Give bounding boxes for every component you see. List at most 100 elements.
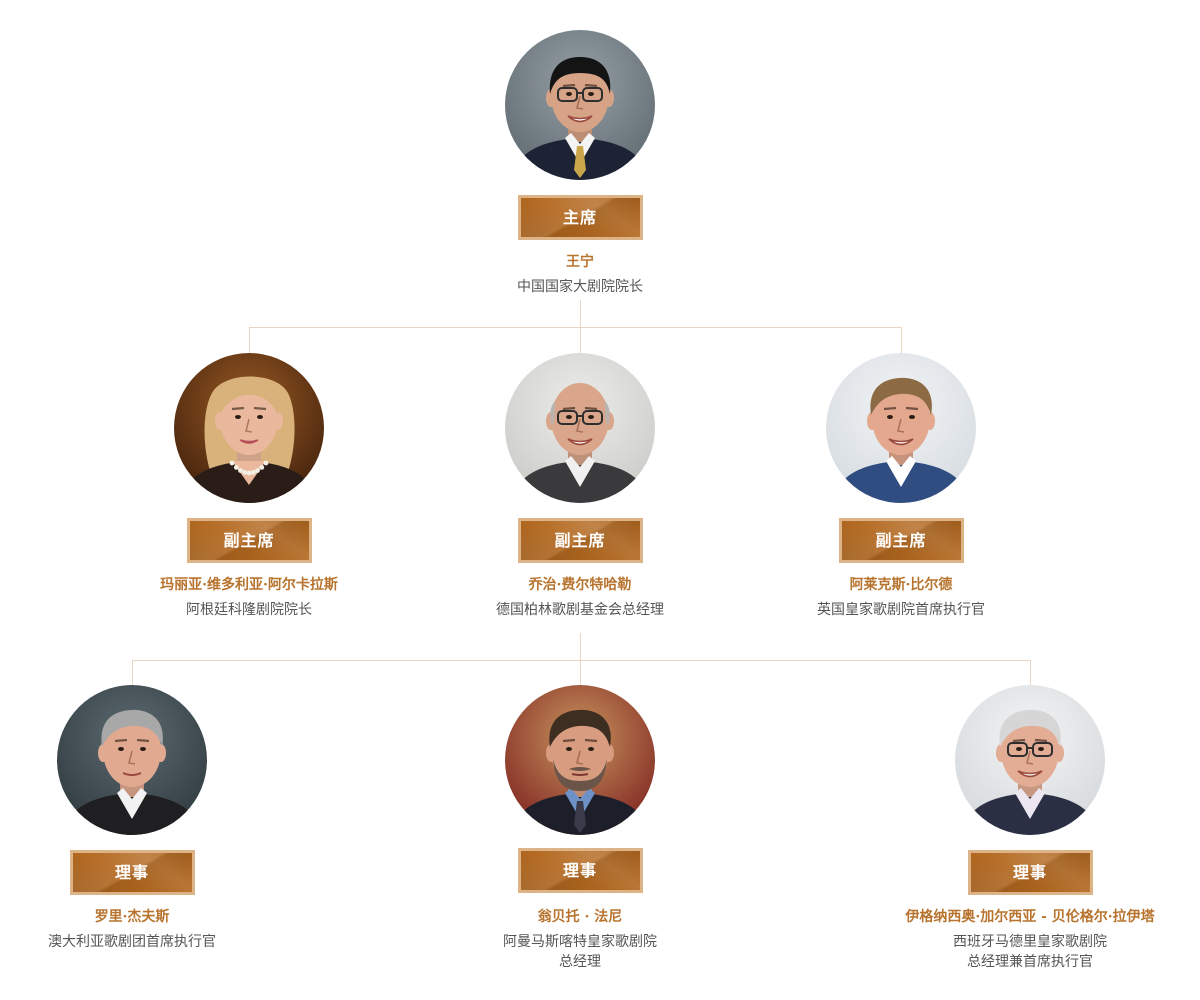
chairman-portrait <box>505 30 655 180</box>
portrait-glasses <box>1007 742 1053 757</box>
portrait-shirt <box>117 788 147 819</box>
portrait-nose <box>245 418 253 433</box>
portrait-hair <box>999 709 1061 747</box>
portrait-glasses-lens <box>582 87 603 102</box>
vice-chairman-3-name: 阿莱克斯·比尔德 <box>849 577 953 593</box>
portrait-image <box>826 353 976 503</box>
portrait-glasses <box>557 87 603 102</box>
portrait-eyebrows <box>114 738 150 743</box>
portrait-mouth <box>888 438 914 446</box>
portrait-pearl <box>246 470 252 476</box>
portrait-eye <box>118 747 124 751</box>
vice-chairman-card-1: 副主席 玛丽亚·维多利亚·阿尔卡拉斯 阿根廷科隆剧院院长 <box>119 353 379 619</box>
portrait-hair <box>549 57 611 94</box>
portrait-eye <box>566 92 572 96</box>
vice-chairman-2-position: 德国柏林歌剧基金会总经理 <box>496 601 664 617</box>
portrait-pearl <box>259 465 265 470</box>
vice-chairman-1-title-badge: 副主席 <box>186 518 312 563</box>
director-1-position: 澳大利亚歌剧团首席执行官 <box>48 933 216 949</box>
portrait-mouth <box>1017 770 1043 778</box>
vice-chairman-3-portrait <box>826 353 976 503</box>
portrait-image <box>955 685 1105 835</box>
portrait-glasses-lens <box>1007 742 1028 757</box>
portrait-eye <box>588 415 594 419</box>
director-3-name: 伊格纳西奥·加尔西亚 - 贝伦格尔·拉伊塔 <box>905 909 1155 925</box>
portrait-nose <box>576 418 584 433</box>
portrait-pearl <box>233 465 239 470</box>
portrait-beard <box>553 759 607 791</box>
portrait-eye <box>235 415 241 419</box>
connector-vice-down <box>580 633 581 660</box>
director-2-portrait <box>505 685 655 835</box>
vice-chairman-card-2: 副主席 乔治·费尔特哈勒 德国柏林歌剧基金会总经理 <box>450 353 710 619</box>
portrait-image <box>505 30 655 180</box>
director-2-title-badge: 理事 <box>517 848 643 893</box>
portrait-eye <box>588 92 594 96</box>
vice-chairman-1-portrait <box>174 353 324 503</box>
portrait-pearl <box>250 470 256 475</box>
portrait-hair <box>870 377 932 415</box>
portrait-mouth <box>567 438 593 446</box>
portrait-image <box>57 685 207 835</box>
vice-chairman-card-3: 副主席 阿莱克斯·比尔德 英国皇家歌剧院首席执行官 <box>771 353 1031 619</box>
portrait-nose <box>128 750 136 765</box>
vice-chairman-2-name: 乔治·费尔特哈勒 <box>528 577 632 593</box>
portrait-pearl <box>229 460 235 466</box>
portrait-hair <box>101 709 163 747</box>
portrait-mustache <box>569 767 591 771</box>
portrait-eye <box>257 415 263 419</box>
vice-chairman-2-portrait <box>505 353 655 503</box>
portrait-nose <box>897 418 905 433</box>
vice-chairman-2-title-badge: 副主席 <box>517 518 643 563</box>
portrait-eye <box>887 415 893 419</box>
vice-chairman-1-position: 阿根廷科隆剧院院长 <box>186 601 312 617</box>
director-1-name: 罗里·杰夫斯 <box>94 909 170 925</box>
connector-vice-row-horizontal <box>249 327 902 328</box>
portrait-pearl <box>238 468 243 473</box>
portrait-image <box>174 353 324 503</box>
connector-director-row-horizontal <box>132 660 1031 661</box>
portrait-eye <box>1038 747 1044 751</box>
portrait-eye <box>1016 747 1022 751</box>
portrait-hair <box>549 709 611 747</box>
portrait-eyebrows <box>562 738 598 743</box>
connector-director-3-drop <box>1030 660 1031 686</box>
director-3-position-line-1: 西班牙马德里皇家歌剧院 <box>953 933 1107 949</box>
director-card-1: 理事 罗里·杰夫斯 澳大利亚歌剧团首席执行官 <box>2 685 262 951</box>
director-2-position-line-2: 总经理 <box>559 953 601 969</box>
connector-chairman-down <box>580 300 581 327</box>
director-2-position-line-1: 阿曼马斯喀特皇家歌剧院 <box>503 933 657 949</box>
portrait-eyebrows <box>1012 738 1048 743</box>
portrait-mouth <box>122 772 142 776</box>
portrait-mouth <box>239 439 259 444</box>
portrait-eyebrows <box>883 406 919 411</box>
chairman-name: 王宁 <box>566 254 594 270</box>
portrait-eyebrows <box>562 83 598 88</box>
portrait-mouth <box>567 115 593 123</box>
director-1-portrait <box>57 685 207 835</box>
chairman-position: 中国国家大剧院院长 <box>517 278 643 294</box>
connector-director-1-drop <box>132 660 133 686</box>
portrait-pearl <box>263 460 269 466</box>
portrait-tie <box>574 146 586 178</box>
portrait-nose <box>576 750 584 765</box>
portrait-pearl <box>255 468 260 473</box>
portrait-shirt <box>886 456 916 487</box>
director-2-name: 翁贝托 · 法尼 <box>537 909 623 925</box>
connector-vice-3-drop <box>901 327 902 354</box>
portrait-eye <box>566 747 572 751</box>
connector-director-2-drop <box>580 660 581 686</box>
portrait-eye <box>588 747 594 751</box>
portrait-nose <box>1026 750 1034 765</box>
portrait-tie <box>574 801 586 833</box>
portrait-eye <box>909 415 915 419</box>
portrait-eye <box>566 415 572 419</box>
vice-chairman-3-position: 英国皇家歌剧院首席执行官 <box>817 601 985 617</box>
portrait-glasses-lens <box>557 410 578 425</box>
portrait-shirt <box>1015 788 1045 819</box>
portrait-eyebrows <box>231 406 267 411</box>
portrait-glasses-lens <box>1032 742 1053 757</box>
chairman-card: 主席 王宁 中国国家大剧院院长 <box>450 30 710 296</box>
director-1-title-badge: 理事 <box>69 850 195 895</box>
director-3-position-line-2: 总经理兼首席执行官 <box>967 953 1093 969</box>
